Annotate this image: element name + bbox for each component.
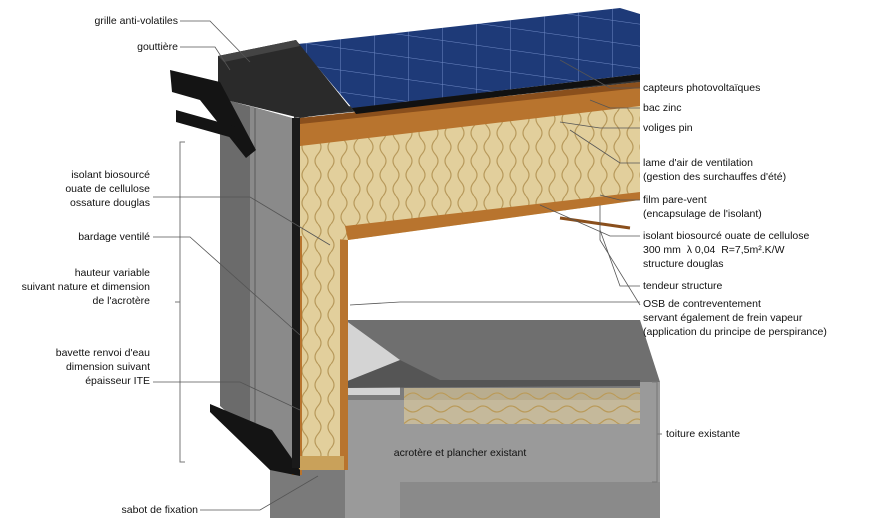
label-osb: OSB de contreventement servant également… — [643, 298, 827, 338]
zinc-cap — [170, 40, 352, 476]
roof-buildup — [294, 76, 640, 240]
solar-panels — [298, 8, 640, 114]
label-lame-air: lame d'air de ventilation (gestion des s… — [643, 157, 787, 183]
leader-lines — [153, 20, 641, 511]
existing-structure — [270, 320, 660, 518]
height-bracket — [175, 141, 662, 483]
label-sabot-fixation: sabot de fixation — [121, 504, 198, 516]
label-toiture-existante: toiture existante — [666, 428, 741, 440]
label-grille-anti-volatiles: grille anti-volatiles — [94, 15, 178, 27]
label-isolant-toiture: isolant biosourcé ouate de cellulose 300… — [643, 230, 810, 270]
label-bardage-ventile: bardage ventilé — [78, 231, 150, 243]
label-capteurs-photovoltaiques: capteurs photovoltaïques — [643, 82, 761, 94]
facade-cladding — [220, 98, 292, 470]
label-acrotere-plancher: acrotère et plancher existant — [393, 447, 527, 459]
label-hauteur-variable: hauteur variable suivant nature et dimen… — [21, 267, 150, 307]
label-gouttiere: gouttière — [137, 41, 178, 53]
label-bavette: bavette renvoi d'eau dimension suivant é… — [55, 347, 150, 387]
label-film-pare-vent: film pare-vent (encapsulage de l'isolant… — [643, 194, 762, 220]
label-isolant-facade: isolant biosourcé ouate de cellulose oss… — [65, 169, 150, 209]
label-tendeur-structure: tendeur structure — [643, 280, 723, 292]
label-bac-zinc: bac zinc — [643, 102, 682, 114]
label-voliges-pin: voliges pin — [643, 122, 693, 134]
